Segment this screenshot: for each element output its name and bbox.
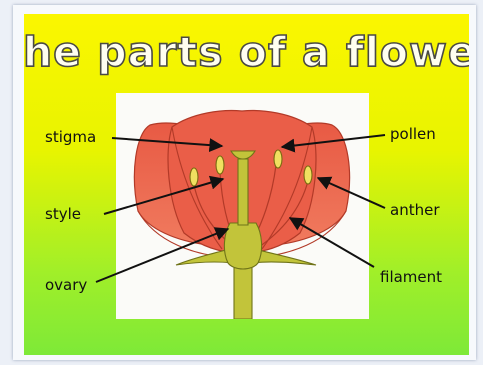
label-pollen: pollen [390, 125, 436, 143]
ovary-shape [224, 223, 261, 269]
style-shape [238, 159, 248, 225]
label-anther: anther [390, 201, 439, 219]
anther-2 [216, 156, 224, 174]
stem [234, 265, 252, 319]
label-style: style [45, 205, 81, 223]
label-stigma: stigma [45, 128, 96, 146]
diagram-panel [116, 93, 369, 319]
anther-4 [304, 166, 312, 184]
slide-title: The parts of a flower [24, 14, 469, 84]
slide: The parts of a flower [24, 14, 469, 355]
label-filament: filament [380, 268, 442, 286]
anther-3 [274, 150, 282, 168]
label-ovary: ovary [45, 276, 87, 294]
slide-title-text: The parts of a flower [24, 28, 469, 76]
anther-1 [190, 168, 198, 186]
flower-diagram [116, 93, 369, 319]
